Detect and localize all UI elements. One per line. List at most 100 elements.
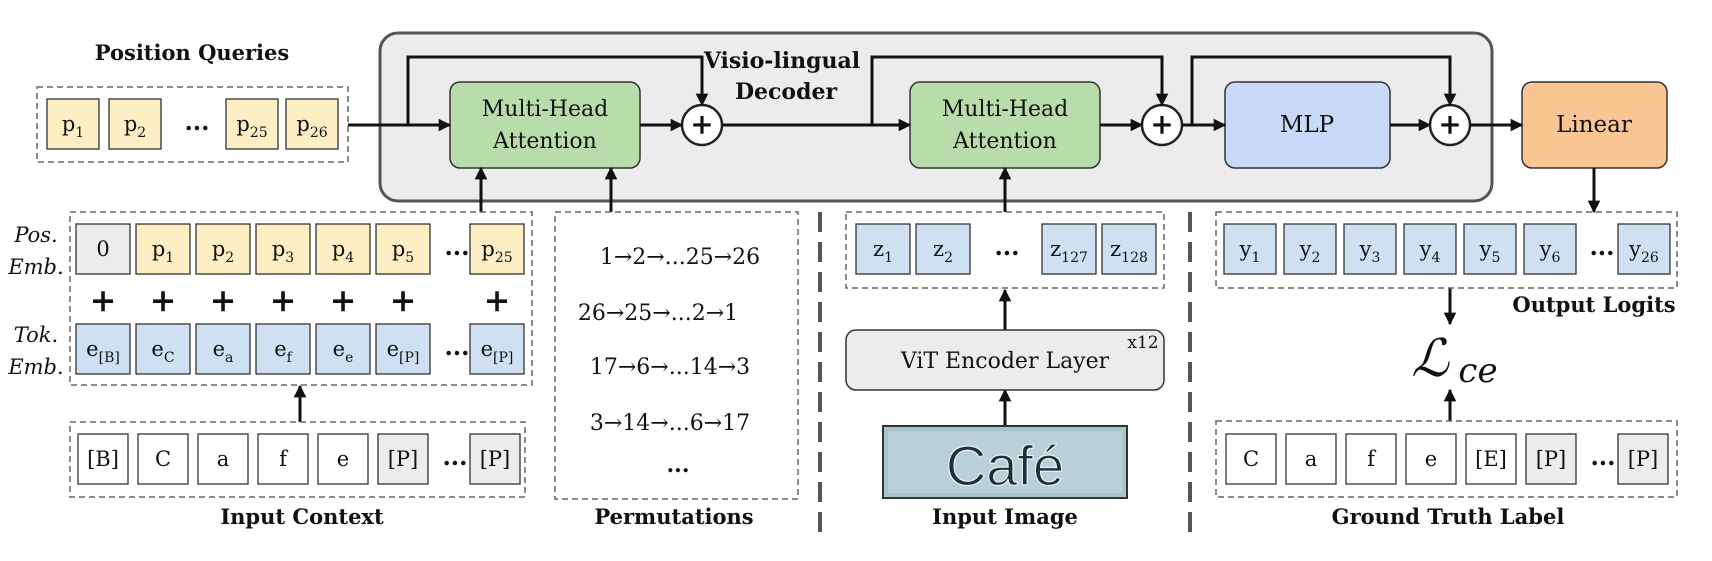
plus-sign: + (210, 281, 237, 319)
tok-emb-token: ee (315, 323, 371, 375)
ground-truth-caption: Ground Truth Label (1332, 504, 1565, 529)
mha-block-2-label: Multi-Head (942, 97, 1068, 122)
svg-text:[P]: [P] (480, 447, 511, 471)
svg-text:p25: p25 (481, 237, 512, 266)
output-logit-token: y2 (1283, 223, 1337, 275)
tok-emb-label: Tok. (14, 323, 58, 347)
image-tokens-group (845, 211, 1165, 289)
input-context-token: f (257, 433, 309, 485)
permutation-item: 3→14→...6→17 (590, 411, 750, 436)
ellipsis: ... (1590, 442, 1615, 471)
svg-text:p1: p1 (152, 237, 174, 266)
ground-truth-token: C (1225, 433, 1277, 485)
ground-truth-token: [E] (1465, 433, 1517, 485)
svg-text:f: f (1367, 447, 1377, 471)
decoder-title: Visio-lingual (703, 48, 860, 74)
svg-text:p25: p25 (236, 112, 267, 141)
svg-text:0: 0 (96, 237, 109, 261)
pos-emb-token: p5 (375, 223, 431, 275)
svg-text:a: a (217, 447, 230, 471)
pos-emb-token: p2 (195, 223, 251, 275)
svg-text:p2: p2 (124, 112, 146, 141)
image-token: z2 (915, 223, 971, 275)
loss-subscript: ce (1458, 351, 1497, 391)
svg-text:y1: y1 (1239, 237, 1261, 266)
output-logit-token: y5 (1463, 223, 1517, 275)
svg-text:e: e (337, 447, 349, 471)
decoder-arrows (293, 55, 1601, 426)
ellipsis: ... (1589, 232, 1614, 261)
svg-text:p3: p3 (272, 237, 294, 266)
permutation-item: 1→2→...25→26 (600, 245, 760, 270)
ground-truth-token: f (1345, 433, 1397, 485)
svg-text:[P]: [P] (388, 447, 419, 471)
ellipsis: ... (994, 232, 1019, 261)
ellipsis: ... (184, 107, 209, 136)
svg-text:p2: p2 (212, 237, 234, 266)
tok-emb-token: ef (255, 323, 311, 375)
permutation-item: 26→25→...2→1 (578, 301, 738, 326)
svg-text:e[P]: e[P] (481, 337, 514, 366)
svg-text:y6: y6 (1539, 237, 1561, 266)
svg-text:+: + (690, 108, 713, 141)
vit-encoder-label: ViT Encoder Layer (900, 349, 1110, 374)
plus-node-1: + (680, 103, 724, 147)
svg-text:p26: p26 (296, 112, 327, 141)
svg-text:e[B]: e[B] (86, 337, 120, 366)
image-token: z127 (1041, 223, 1097, 275)
output-logit-token: y1 (1223, 223, 1277, 275)
svg-text:y26: y26 (1628, 237, 1659, 266)
tok-emb-label: Emb. (7, 355, 63, 379)
ground-truth-token: a (1285, 433, 1337, 485)
svg-text:ef: ef (274, 337, 293, 366)
output-logit-token: y4 (1403, 223, 1457, 275)
output-logit-token: y26 (1617, 223, 1671, 275)
tok-emb-token: eC (135, 323, 191, 375)
tok-emb-token: e[P] (375, 323, 431, 375)
input-context-group (69, 421, 526, 498)
loss-label: ℒ ce (1411, 329, 1497, 391)
input-context-token: e (317, 433, 369, 485)
position-query-token: p25 (225, 98, 279, 150)
pos-emb-label: Emb. (7, 255, 63, 279)
svg-text:z2: z2 (933, 237, 953, 266)
pos-emb-token: p4 (315, 223, 371, 275)
vit-encoder-repeat: x12 (1127, 333, 1158, 353)
plus-sign: + (270, 281, 297, 319)
input-image-text: Café (946, 434, 1064, 497)
svg-text:y5: y5 (1479, 237, 1501, 266)
position-query-token: p1 (46, 98, 100, 150)
mha-block-1-label: Multi-Head (482, 97, 608, 122)
svg-text:[P]: [P] (1536, 447, 1567, 471)
svg-text:a: a (1305, 447, 1318, 471)
ellipsis: ... (442, 442, 467, 471)
output-logit-token: y6 (1523, 223, 1577, 275)
svg-text:C: C (155, 447, 171, 471)
input-image-caption: Input Image (932, 504, 1078, 529)
tok-emb-token: ea (195, 323, 251, 375)
mha-block-2-label: Attention (952, 129, 1057, 154)
svg-text:p1: p1 (62, 112, 84, 141)
plus-node-2: + (1140, 103, 1184, 147)
input-context-token: [B] (77, 433, 129, 485)
ellipsis: ... (444, 232, 469, 261)
loss-symbol: ℒ (1411, 329, 1450, 389)
position-query-token: p26 (285, 98, 339, 150)
svg-text:y4: y4 (1419, 237, 1441, 266)
svg-text:+: + (1150, 108, 1173, 141)
svg-text:+: + (1438, 108, 1461, 141)
plus-sign: + (330, 281, 357, 319)
output-logit-token: y3 (1343, 223, 1397, 275)
svg-text:e: e (1425, 447, 1437, 471)
mha-block-1 (449, 81, 641, 169)
plus-sign: + (390, 281, 417, 319)
svg-text:[P]: [P] (1628, 447, 1659, 471)
svg-text:C: C (1243, 447, 1259, 471)
position-queries-title: Position Queries (95, 40, 289, 65)
svg-text:ee: ee (333, 337, 354, 366)
svg-text:[B]: [B] (87, 447, 119, 471)
pos-emb-token: p1 (135, 223, 191, 275)
